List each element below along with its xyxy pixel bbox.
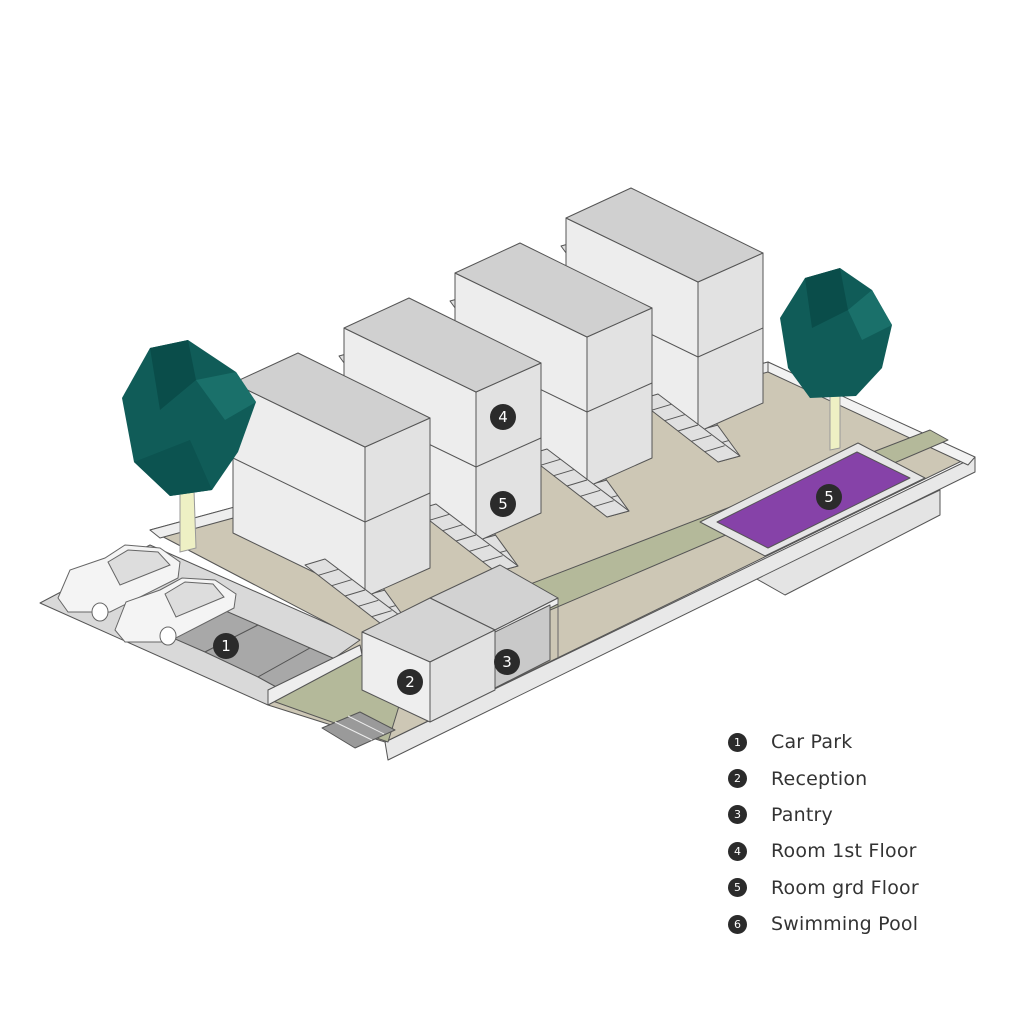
stair-step: [344, 589, 366, 597]
reception-right: [429, 629, 496, 723]
svg-text:2: 2: [405, 673, 415, 691]
legend-number: 3: [728, 805, 747, 825]
legend-item-swimming-pool: 6 Swimming Pool: [728, 906, 919, 942]
stair-step: [677, 424, 699, 432]
stair-step: [358, 599, 379, 607]
stair-step: [318, 568, 339, 576]
legend-item-pantry: 3 Pantry: [728, 797, 919, 833]
stair-step: [469, 544, 490, 552]
marker-room-grd-floor[interactable]: 5: [490, 491, 516, 517]
svg-text:3: 3: [502, 653, 512, 671]
legend-item-reception: 2 Reception: [728, 760, 919, 796]
legend-number: 6: [728, 914, 747, 934]
svg-text:1: 1: [221, 637, 231, 655]
legend-number: 4: [728, 841, 747, 861]
cars: [57, 544, 237, 646]
stair-step: [482, 555, 503, 563]
stair-step: [429, 513, 450, 521]
marker-reception[interactable]: 2: [397, 669, 423, 695]
floor-line: [232, 457, 366, 523]
swimming-pool: [716, 451, 911, 549]
legend-number: 5: [728, 878, 747, 898]
legend-label: Reception: [771, 767, 868, 790]
marker-pool[interactable]: 5: [816, 484, 842, 510]
svg-text:4: 4: [498, 408, 508, 426]
stair-step: [540, 458, 561, 466]
floor-line: [697, 327, 764, 358]
marker-room-1st-floor[interactable]: 4: [490, 404, 516, 430]
stair-step: [455, 534, 477, 542]
marker-car-park[interactable]: 1: [213, 633, 239, 659]
legend: 1 Car Park 2 Reception 3 Pantry 4 Room 1st F…: [728, 724, 919, 942]
floor-line: [364, 492, 431, 523]
building-roof: [454, 242, 653, 338]
legend-number: 1: [728, 732, 747, 752]
building-roof: [565, 187, 764, 283]
stair-step: [593, 500, 614, 508]
stair-step: [651, 403, 672, 411]
stair-step: [371, 610, 392, 618]
legend-label: Car Park: [771, 731, 853, 754]
stair-step: [580, 489, 601, 497]
legend-label: Room grd Floor: [771, 876, 919, 899]
building-roof: [343, 297, 542, 393]
marker-pantry[interactable]: 3: [494, 649, 520, 675]
building-roof: [232, 352, 431, 448]
floor-line: [475, 437, 542, 468]
tree-left: [122, 340, 256, 553]
legend-item-room-grd-floor: 5 Room grd Floor: [728, 870, 919, 906]
platform-rim-front: [384, 456, 976, 761]
entrance-steps: [321, 711, 396, 749]
legend-number: 2: [728, 769, 747, 789]
stair-step: [566, 479, 588, 487]
stair-step: [704, 445, 725, 453]
tree-right: [780, 268, 892, 451]
legend-item-car-park: 1 Car Park: [728, 724, 919, 760]
svg-text:5: 5: [498, 495, 508, 513]
stair-step: [664, 414, 685, 422]
floor-line: [586, 382, 653, 413]
stair-step: [442, 524, 463, 532]
legend-label: Swimming Pool: [771, 913, 919, 936]
svg-text:5: 5: [824, 488, 834, 506]
legend-item-room-1st-floor: 4 Room 1st Floor: [728, 833, 919, 869]
legend-label: Room 1st Floor: [771, 840, 917, 863]
legend-label: Pantry: [771, 803, 833, 826]
stair-step: [331, 579, 352, 587]
stair-step: [553, 469, 574, 477]
stair-step: [691, 434, 712, 442]
